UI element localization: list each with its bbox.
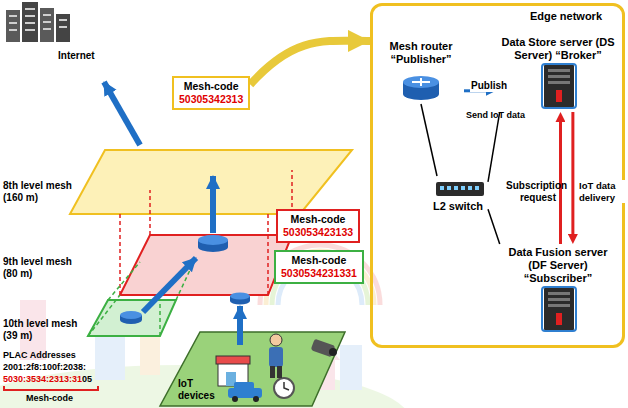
device-name: Data Fusion server (DF Server) “Subscrib… (498, 246, 618, 285)
text-label: Send IoT data (466, 110, 525, 121)
server-icon (498, 62, 618, 110)
text-label: 2001:2f8:100f:2038: (3, 362, 86, 373)
text-label: Mesh-code (26, 393, 73, 404)
edge-label: IoT data delivery (578, 180, 625, 203)
edge-label: Subscription request (505, 180, 557, 204)
code-caption: Mesh-code (281, 254, 357, 267)
text-label: 5030:3534:2313:31 (3, 374, 82, 385)
internet-servers (6, 2, 70, 42)
projection-lines (88, 170, 292, 336)
connector (571, 112, 574, 239)
text-label: IoT devices (178, 378, 224, 402)
text-label: 8th level mesh (160 m) (3, 180, 79, 204)
text-label: 05 (82, 374, 92, 385)
mesh-code-box: Mesh-code50305342313 (172, 76, 250, 110)
device-node: Mesh router “Publisher” (378, 38, 464, 104)
device-node: Data Fusion server (DF Server) “Subscrib… (496, 244, 620, 335)
text-label: 9th level mesh (80 m) (3, 256, 79, 280)
text-label: 10th level mesh (39 m) (3, 318, 85, 342)
device-name: L2 switch (430, 200, 486, 213)
server-icon (498, 285, 618, 333)
mesh-code-box: Mesh-code5030534231331 (274, 250, 364, 284)
connector (488, 209, 500, 244)
code-caption: Mesh-code (179, 80, 243, 93)
device-node: Data Store server (DS Server) “Broker” (496, 34, 620, 112)
region-box: Edge networkMesh router “Publisher” Data … (370, 3, 625, 348)
mesh-plane-9th (120, 235, 292, 295)
text-label: Internet (58, 50, 95, 62)
device-name: Data Store server (DS Server) “Broker” (498, 36, 618, 62)
ground-plane (160, 332, 345, 406)
edge-label: Publish (470, 80, 508, 92)
mesh-code-number: 5030534231331 (281, 267, 357, 280)
device-name: Mesh router “Publisher” (380, 40, 462, 66)
connector (250, 41, 370, 85)
connector (488, 112, 500, 182)
iot-devices (216, 334, 337, 402)
connector (559, 117, 562, 244)
device-node: L2 switch (428, 176, 488, 215)
mesh-code-bracket (4, 386, 98, 390)
data-flow-arrows (104, 82, 240, 345)
code-caption: Mesh-code (283, 213, 353, 226)
mesh-code-box: Mesh-code503053423133 (276, 209, 360, 243)
connector (421, 104, 437, 176)
mesh-routers (120, 235, 250, 324)
mesh-code-number: 50305342313 (179, 93, 243, 106)
switch-icon (430, 178, 490, 200)
mesh-code-number: 503053423133 (283, 226, 353, 239)
region-title: Edge network (381, 10, 602, 23)
text-label: PLAC Addresses (3, 350, 76, 361)
router-icon (381, 66, 461, 102)
